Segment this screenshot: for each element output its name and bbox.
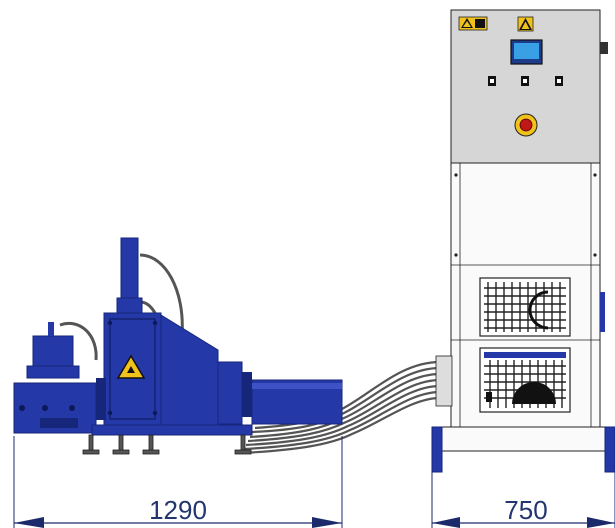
extrusion-flange [217,361,243,425]
dimension-cabinet-width: 750 [431,472,615,528]
selector-switch-icon[interactable] [521,76,529,86]
cabinet-width-label: 750 [504,495,547,525]
cooling-fan-icon [528,290,549,330]
press-angled-body [160,314,219,426]
warning-sign-icon [116,354,146,379]
cooling-fan-icon [512,382,556,404]
control-panel [450,9,601,164]
selector-switch-icon[interactable] [555,76,563,86]
cabinet-leg-right [604,426,615,473]
cabinet-leg-left [431,426,443,473]
selector-switch-icon[interactable] [488,76,496,86]
cooling-grille-upper [479,277,571,337]
emergency-stop-icon[interactable] [514,113,538,137]
control-cabinet [431,9,615,473]
cooling-grille-lower [479,347,571,413]
press-width-label: 1290 [149,495,207,525]
panel-handle [600,42,608,54]
warning-label-right [517,16,534,32]
briquetting-press [13,237,343,455]
dimension-press-width: 1290 [13,436,343,528]
hmi-screen-icon[interactable] [510,39,543,65]
cabinet-base [431,426,615,452]
electrical-hazard-icon [475,19,485,28]
warning-label-left [458,16,488,31]
